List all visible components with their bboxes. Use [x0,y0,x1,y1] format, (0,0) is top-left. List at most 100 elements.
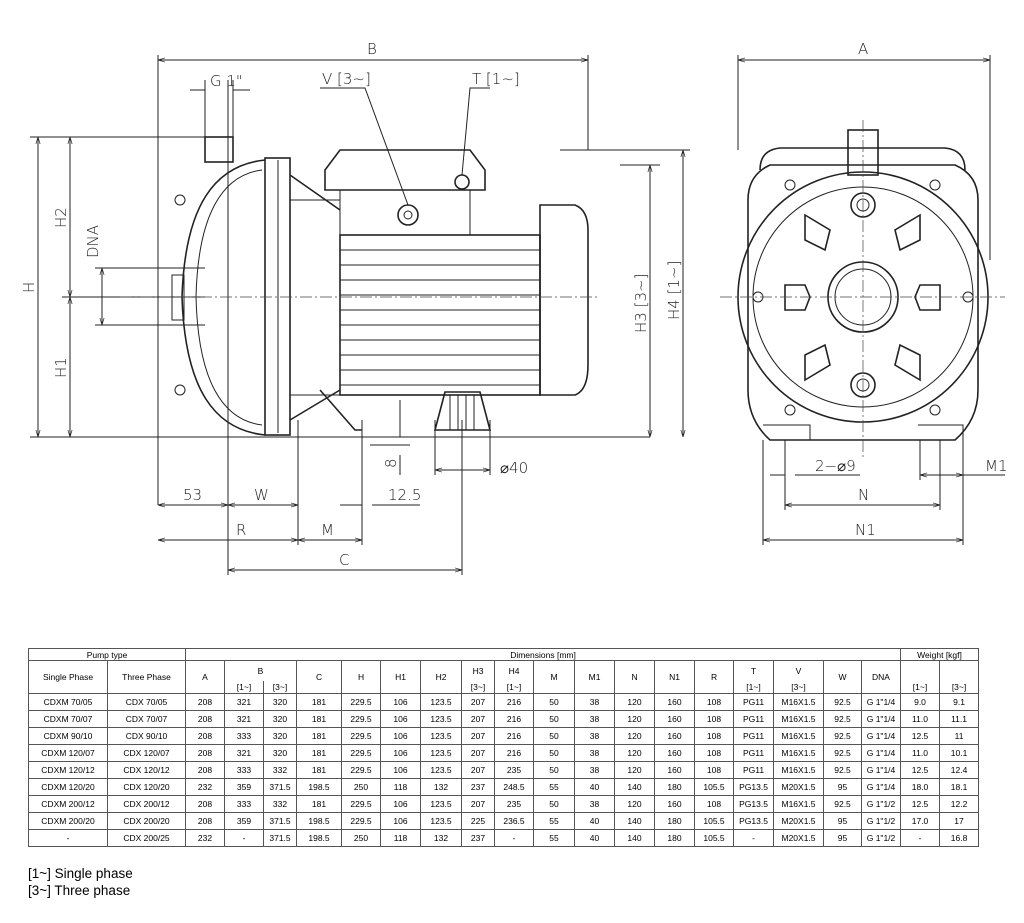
table-cell: 9.1 [939,693,980,711]
pump-dimension-drawing: B A G 1" V [3~] T [1~] H H2 DNA H1 H3 [3… [20,40,1008,575]
table-cell: M16X1.5 [773,710,825,728]
table-cell: 229.5 [341,710,382,728]
table-cell: 12.5 [900,795,941,813]
header-three-phase: Three Phase [106,660,187,694]
table-cell: 50 [533,795,576,813]
table-cell: 140 [614,778,656,796]
table-cell: 236.5 [494,812,535,830]
table-cell: 106 [380,812,422,830]
table-cell: 208 [185,812,226,830]
dim-label-holes: 2−⌀9 [815,457,856,475]
table-cell: 232 [185,778,226,796]
table-cell: 118 [380,829,422,847]
table-cell: 208 [185,744,226,762]
dim-label-H1: H1 [52,357,70,378]
table-cell: 208 [185,693,226,711]
table-cell: 18.1 [939,778,980,796]
table-cell: 38 [574,710,616,728]
table-cell: 229.5 [341,812,382,830]
table-cell: 216 [494,727,535,745]
table-cell: CDX 200/25 [106,829,187,847]
col-T: T [733,660,775,681]
table-cell: 50 [533,693,576,711]
table-cell: CDX 90/10 [106,727,187,745]
table-cell: 181 [296,727,343,745]
table-cell: 208 [185,761,226,779]
col-C: C [296,660,343,694]
dim-label-12-5: 12.5 [388,486,421,504]
table-cell: M16X1.5 [773,795,825,813]
table-cell: 95 [823,829,863,847]
table-cell: 371.5 [263,829,298,847]
table-cell: 50 [533,710,576,728]
table-cell: 132 [420,778,463,796]
table-cell: M16X1.5 [773,744,825,762]
table-cell: 105.5 [694,778,735,796]
table-cell: 160 [654,795,696,813]
table-cell: CDXM 70/05 [28,693,108,711]
table-cell: 216 [494,744,535,762]
table-cell: CDX 120/20 [106,778,187,796]
table-cell: CDXM 70/07 [28,710,108,728]
table-cell: PG13.5 [733,778,775,796]
table-cell: 123.5 [420,693,463,711]
table-cell: 92.5 [823,710,863,728]
table-cell: 123.5 [420,812,463,830]
dim-label-C: C [339,551,349,569]
table-cell: 181 [296,761,343,779]
table-cell: - [733,829,775,847]
table-cell: 181 [296,693,343,711]
table-cell: 207 [461,795,496,813]
table-cell: CDX 120/07 [106,744,187,762]
table-cell: CDX 120/12 [106,761,187,779]
table-cell: CDXM 90/10 [28,727,108,745]
table-cell: 92.5 [823,744,863,762]
table-cell: 12.4 [939,761,980,779]
table-cell: G 1"1/2 [861,829,902,847]
table-cell: 321 [224,744,265,762]
table-cell: 333 [224,761,265,779]
table-cell: 198.5 [296,829,343,847]
table-cell: 55 [533,812,576,830]
table-cell: 120 [614,727,656,745]
table-cell: 123.5 [420,795,463,813]
table-cell: 225 [461,812,496,830]
table-cell: 123.5 [420,710,463,728]
table-cell: 92.5 [823,727,863,745]
dim-label-W: W [254,486,269,504]
table-cell: 11.1 [939,710,980,728]
header-weight: Weight [kgf] [900,648,980,661]
table-cell: 180 [654,829,696,847]
table-cell: 320 [263,727,298,745]
table-cell: CDX 200/20 [106,812,187,830]
table-cell: 207 [461,744,496,762]
sub-B-3: [3~] [263,681,298,694]
table-cell: 106 [380,727,422,745]
table-cell: 108 [694,795,735,813]
table-cell: 95 [823,812,863,830]
table-cell: 38 [574,761,616,779]
table-cell: 106 [380,795,422,813]
table-cell: 123.5 [420,744,463,762]
sub-weight-3: [3~] [939,681,980,694]
table-cell: PG13.5 [733,795,775,813]
table-cell: 232 [185,829,226,847]
table-cell: G 1"1/2 [861,812,902,830]
table-cell: 237 [461,778,496,796]
table-cell: 132 [420,829,463,847]
table-cell: 17 [939,812,980,830]
table-cell: 332 [263,795,298,813]
dim-label-H4: H4 [1~] [665,261,683,320]
col-V: V [773,660,825,681]
table-cell: 10.1 [939,744,980,762]
dim-label-H: H [20,282,38,293]
table-cell: 321 [224,710,265,728]
col-weight-3 [939,660,980,681]
table-cell: 198.5 [296,778,343,796]
table-cell: 11.0 [900,710,941,728]
table-cell: 11 [939,727,980,745]
